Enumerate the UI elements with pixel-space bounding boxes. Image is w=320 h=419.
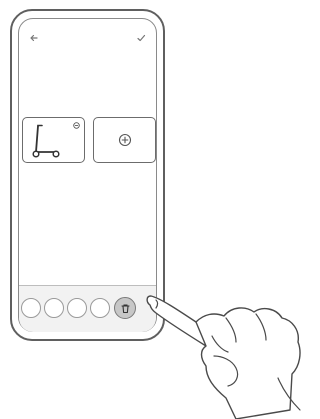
back-button[interactable] xyxy=(27,31,41,45)
empty-slot[interactable] xyxy=(21,298,41,318)
kick-scooter-icon xyxy=(29,122,61,160)
remove-icon[interactable] xyxy=(73,122,80,129)
add-device-tile[interactable] xyxy=(93,117,156,163)
confirm-button[interactable] xyxy=(134,31,148,45)
bottom-tray xyxy=(19,285,156,332)
empty-slot[interactable] xyxy=(90,298,110,318)
delete-button[interactable] xyxy=(114,297,136,319)
device-tile[interactable] xyxy=(22,117,85,163)
phone-frame xyxy=(10,9,165,341)
empty-slot[interactable] xyxy=(44,298,64,318)
phone-screen xyxy=(18,18,157,332)
checkmark-icon xyxy=(136,33,146,43)
empty-slot[interactable] xyxy=(67,298,87,318)
trash-icon xyxy=(120,303,131,314)
plus-circle-icon xyxy=(118,133,132,147)
arrow-left-icon xyxy=(29,33,39,43)
